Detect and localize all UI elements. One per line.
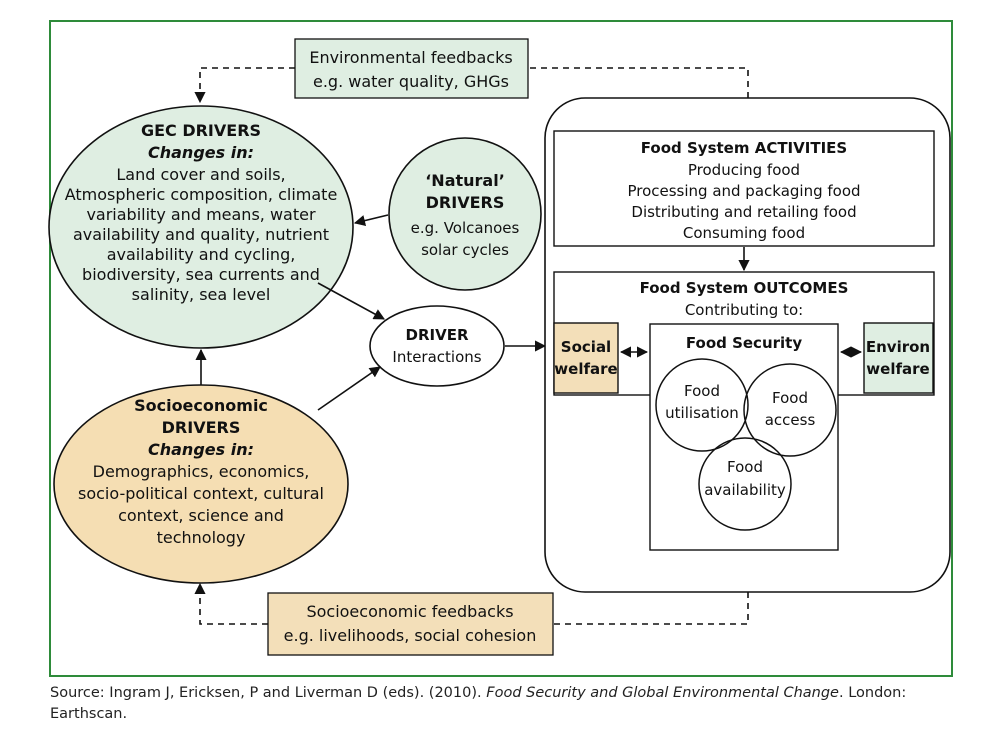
driver-interactions-node: DRIVER Interactions bbox=[369, 305, 505, 387]
gec-line: Atmospheric composition, climate bbox=[65, 185, 338, 204]
outer-frame bbox=[49, 20, 953, 677]
env-feedback-line2: e.g. water quality, GHGs bbox=[313, 72, 509, 91]
env-feedback-line-right bbox=[528, 67, 749, 98]
socioeconomic-drivers-node: Socioeconomic DRIVERS Changes in: Demogr… bbox=[53, 384, 349, 584]
activities-item: Consuming food bbox=[683, 224, 805, 242]
activities-item: Distributing and retailing food bbox=[631, 203, 856, 221]
outcomes-title: Food System OUTCOMES bbox=[640, 279, 849, 297]
socio-line: socio-political context, cultural bbox=[78, 484, 324, 503]
food-system-activities-box: Food System ACTIVITIES Producing food Pr… bbox=[553, 130, 935, 247]
natural-title1: ‘Natural’ bbox=[425, 171, 505, 190]
natural-drivers-node: ‘Natural’ DRIVERS e.g. Volcanoes solar c… bbox=[388, 137, 542, 291]
gec-line: availability and cycling, bbox=[107, 245, 296, 264]
activities-item: Producing food bbox=[688, 161, 800, 179]
natural-line1: e.g. Volcanoes bbox=[411, 219, 520, 237]
socio-feedback-line-right bbox=[553, 592, 749, 625]
environ-welfare-line1: Environ bbox=[866, 338, 930, 356]
gec-title: GEC DRIVERS bbox=[141, 121, 261, 140]
socio-line: technology bbox=[157, 528, 246, 547]
socio-line: Demographics, economics, bbox=[93, 462, 310, 481]
environ-welfare-line2: welfare bbox=[866, 360, 929, 378]
caption-prefix: Source: Ingram J, Ericksen, P and Liverm… bbox=[50, 685, 487, 701]
availability-line2: availability bbox=[704, 481, 786, 499]
socio-title2: DRIVERS bbox=[162, 418, 241, 437]
driver-sub: Interactions bbox=[392, 348, 481, 366]
environ-welfare-box: Environ welfare bbox=[863, 322, 934, 394]
food-system-diagram: Environmental feedbacks e.g. water quali… bbox=[48, 20, 953, 677]
socioeconomic-feedbacks-box: Socioeconomic feedbacks e.g. livelihoods… bbox=[267, 592, 554, 656]
caption-suffix: . London: Earthscan. bbox=[50, 685, 907, 722]
activities-title: Food System ACTIVITIES bbox=[641, 139, 847, 157]
utilisation-line1: Food bbox=[684, 382, 720, 400]
social-welfare-box: Social welfare bbox=[553, 322, 619, 394]
food-utilisation-circle: Food utilisation bbox=[655, 358, 749, 452]
social-welfare-line2: welfare bbox=[554, 360, 617, 378]
outcomes-sub: Contributing to: bbox=[685, 301, 803, 319]
socio-feedback-line1: Socioeconomic feedbacks bbox=[306, 602, 513, 621]
social-welfare-line1: Social bbox=[561, 338, 611, 356]
socio-line: context, science and bbox=[118, 506, 284, 525]
food-access-circle: Food access bbox=[743, 363, 837, 457]
gec-line: biodiversity, sea currents and bbox=[82, 265, 320, 284]
gec-line: Land cover and soils, bbox=[116, 165, 285, 184]
socio-feedback-line-left bbox=[194, 582, 268, 625]
natural-line2: solar cycles bbox=[421, 241, 509, 259]
gec-drivers-node: GEC DRIVERS Changes in: Land cover and s… bbox=[48, 105, 354, 349]
env-feedback-line1: Environmental feedbacks bbox=[309, 48, 512, 67]
utilisation-line2: utilisation bbox=[665, 404, 739, 422]
food-security-title: Food Security bbox=[686, 334, 802, 352]
access-line2: access bbox=[765, 411, 816, 429]
arrow-gec-to-driver bbox=[317, 282, 385, 320]
socio-feedback-line2: e.g. livelihoods, social cohesion bbox=[284, 626, 537, 645]
access-line1: Food bbox=[772, 389, 808, 407]
arrow-socio-to-driver bbox=[317, 366, 381, 411]
food-availability-circle: Food availability bbox=[698, 437, 792, 531]
arrow-natural-to-gec bbox=[353, 214, 389, 227]
gec-line: variability and means, water bbox=[86, 205, 316, 224]
socio-title1: Socioeconomic bbox=[134, 396, 268, 415]
socio-subtitle: Changes in: bbox=[148, 440, 254, 459]
activities-item: Processing and packaging food bbox=[627, 182, 860, 200]
gec-line: availability and quality, nutrient bbox=[73, 225, 329, 244]
caption-title: Food Security and Global Environmental C… bbox=[486, 685, 839, 701]
driver-title: DRIVER bbox=[406, 326, 469, 344]
gec-subtitle: Changes in: bbox=[148, 143, 254, 162]
availability-line1: Food bbox=[727, 458, 763, 476]
environmental-feedbacks-box: Environmental feedbacks e.g. water quali… bbox=[294, 38, 529, 99]
env-feedback-line-left bbox=[194, 67, 295, 104]
source-caption: Source: Ingram J, Ericksen, P and Liverm… bbox=[50, 683, 980, 725]
gec-line: salinity, sea level bbox=[132, 285, 271, 304]
natural-title2: DRIVERS bbox=[426, 193, 505, 212]
